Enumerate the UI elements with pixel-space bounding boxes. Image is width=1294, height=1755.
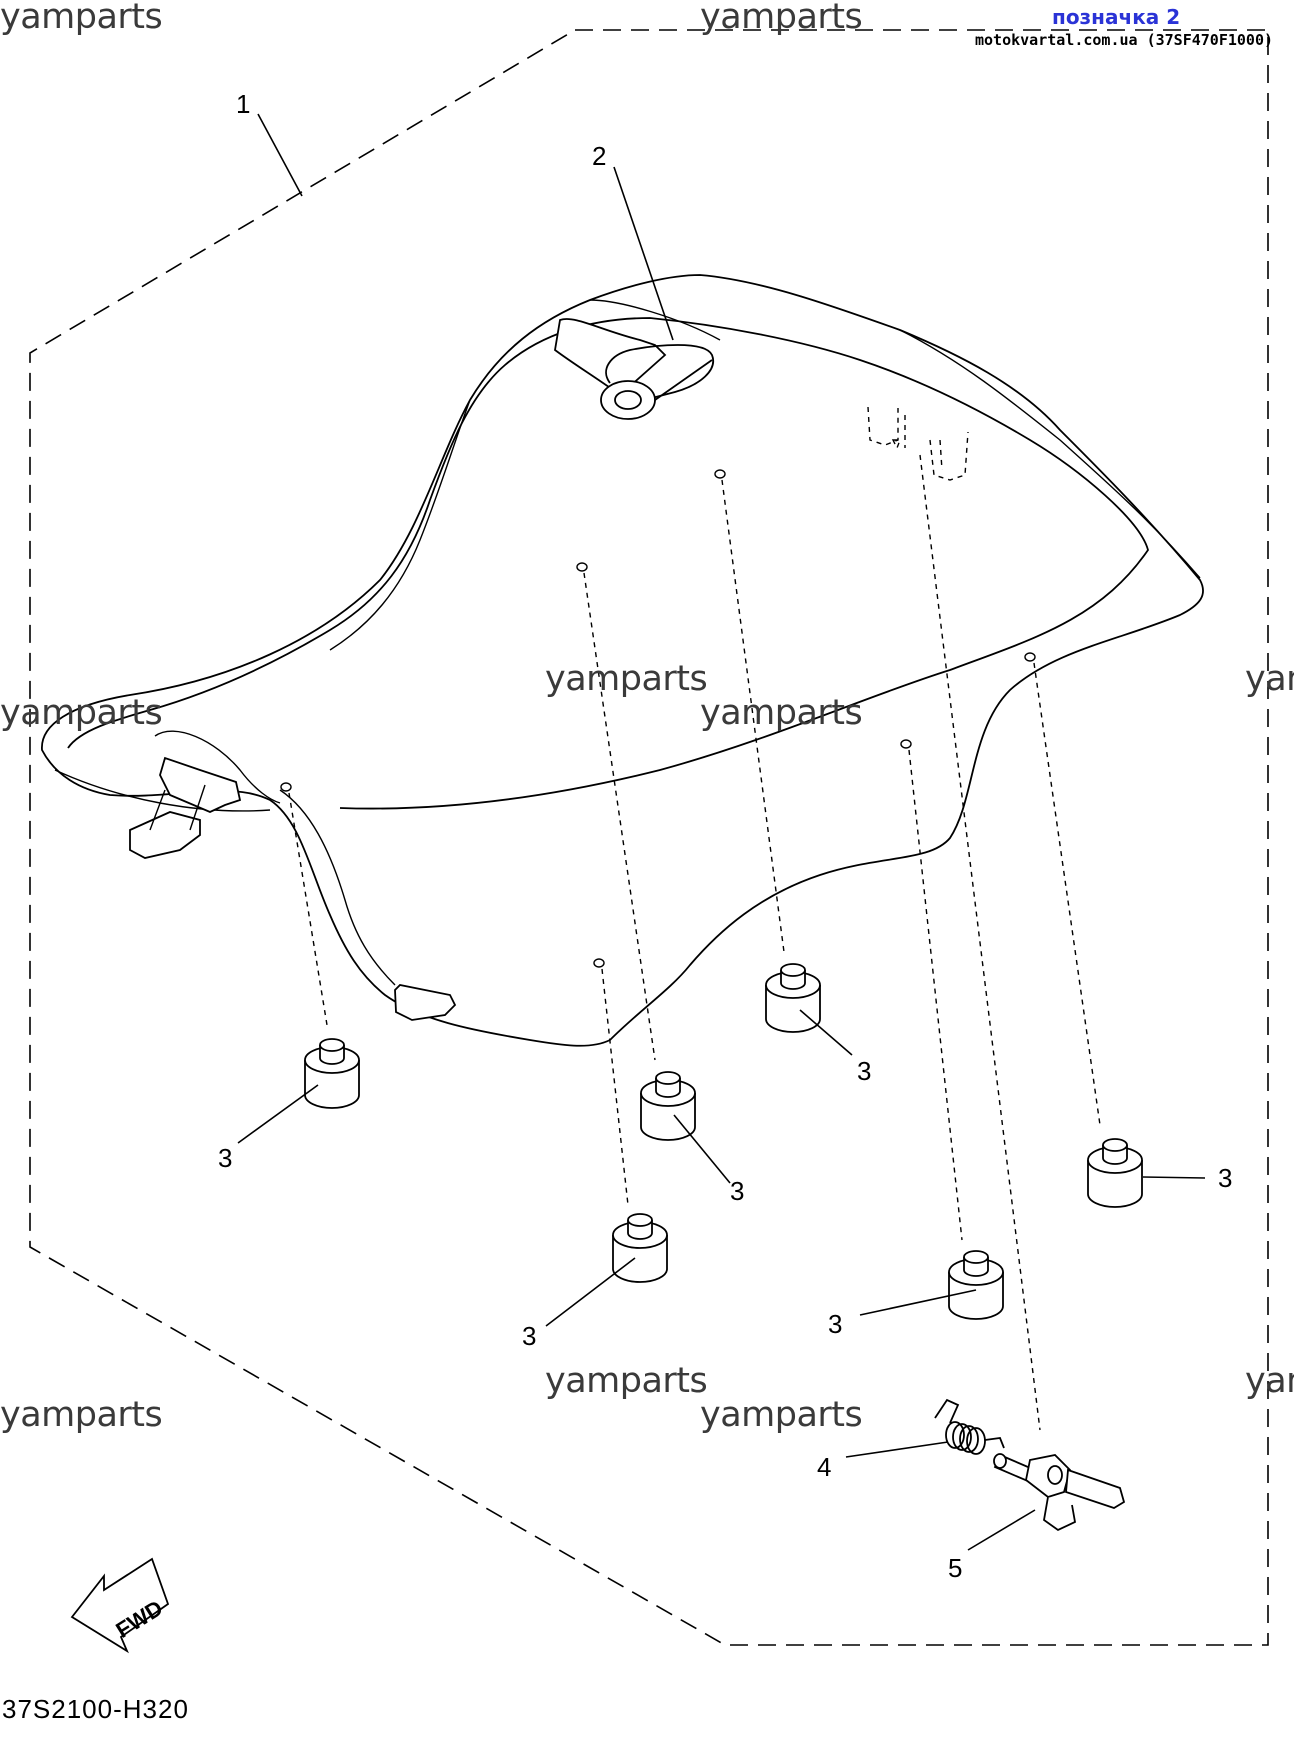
seat-stamp-mark [867, 406, 969, 481]
diagram-code: 37S2100-H320 [2, 1694, 189, 1724]
source-reference: motokvartal.com.ua (37SF470F1000) [975, 31, 1273, 49]
callout-damper-e[interactable]: 3 [522, 1321, 536, 1351]
watermark: yamparts [1245, 659, 1294, 699]
damper-a[interactable] [304, 1038, 360, 1109]
callout-seat-assembly[interactable]: 1 [236, 89, 250, 119]
damper-e[interactable] [612, 1213, 668, 1283]
watermarks: yamparts yamparts yamparts yamparts yamp… [0, 0, 1294, 1435]
watermark: yamparts [1245, 1361, 1294, 1401]
seat-bottom-hook [394, 984, 457, 1021]
callout-damper-d[interactable]: 3 [1218, 1163, 1232, 1193]
watermark: yamparts [0, 1395, 162, 1435]
strap[interactable] [554, 318, 715, 420]
leader-lines [237, 113, 1206, 1551]
damper-d[interactable] [1087, 1138, 1143, 1208]
callout-damper-f[interactable]: 3 [828, 1309, 842, 1339]
callout-damper-c[interactable]: 3 [857, 1056, 871, 1086]
bookmark-label[interactable]: позначка 2 [1052, 5, 1180, 29]
watermark: yamparts [545, 1361, 707, 1401]
callout-strap[interactable]: 2 [592, 141, 606, 171]
watermark: yamparts [700, 0, 862, 37]
callout-lock-lever[interactable]: 5 [948, 1553, 962, 1583]
callout-spring[interactable]: 4 [817, 1452, 831, 1482]
spring[interactable] [934, 1398, 1005, 1455]
watermark: yamparts [0, 693, 162, 733]
fwd-arrow-icon: FWD [70, 1557, 170, 1654]
seat-body [41, 274, 1204, 1047]
seat-front-hook [129, 756, 242, 859]
watermark: yamparts [700, 1395, 862, 1435]
lock-lever[interactable] [993, 1453, 1126, 1532]
damper-b[interactable] [640, 1071, 696, 1141]
assembly-lines [280, 454, 1101, 1431]
watermark: yamparts [545, 659, 707, 699]
callout-damper-b[interactable]: 3 [730, 1176, 744, 1206]
damper-c[interactable] [765, 963, 821, 1033]
watermark: yamparts [700, 693, 862, 733]
watermark: yamparts [0, 0, 162, 37]
assembly-boundary [29, 29, 1269, 1646]
damper-f[interactable] [948, 1250, 1004, 1320]
callout-damper-a[interactable]: 3 [218, 1143, 232, 1173]
